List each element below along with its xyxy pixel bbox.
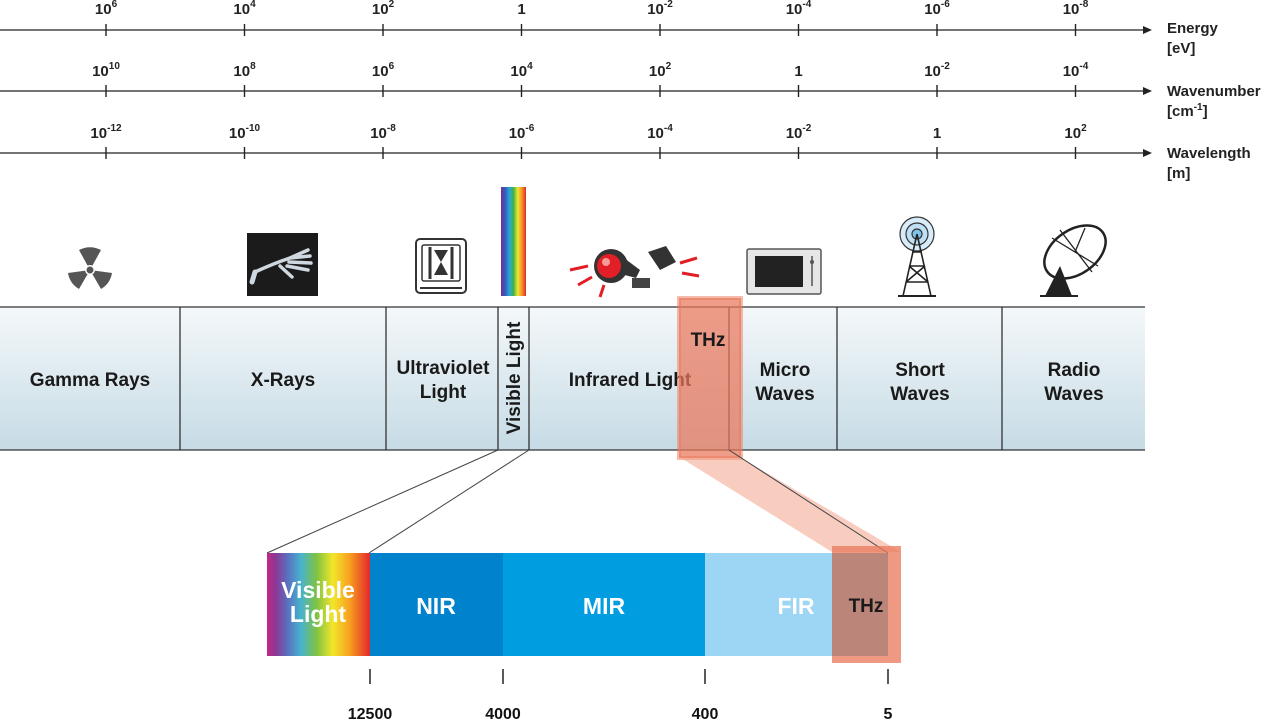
satellite-dish-icon bbox=[1040, 224, 1107, 297]
axis-ticks: 106 104 102 1 10-2 10-4 10-6 10-8 1010 108 106 104 1… bbox=[90, 0, 1089, 159]
energy-tick-label-7: 10-8 bbox=[1063, 0, 1089, 18]
thz-label-main: THz bbox=[691, 330, 726, 351]
wavenumber-tick-label-7: 10-4 bbox=[1063, 61, 1089, 80]
radiation-icon bbox=[63, 243, 117, 297]
wavelength-axis-arrow-icon bbox=[1143, 149, 1152, 157]
band-label-xray: X-Rays bbox=[251, 370, 315, 391]
sub-label-fir: FIR bbox=[777, 593, 814, 619]
wavelength-tick-label-3: 10-6 bbox=[509, 123, 535, 142]
band-label-uv-line1: Ultraviolet bbox=[397, 358, 491, 379]
sub-band-visible bbox=[267, 553, 370, 656]
band-label-short-line2: Waves bbox=[890, 384, 950, 405]
energy-tick-label-4: 10-2 bbox=[647, 0, 673, 18]
band-label-radio-line2: Waves bbox=[1044, 384, 1104, 405]
sub-label-visible-line2: Light bbox=[290, 601, 347, 627]
wavenumber-tick-label-1: 108 bbox=[233, 61, 256, 80]
sub-band-nir bbox=[370, 553, 503, 656]
svg-text:[cm-1]: [cm-1] bbox=[1167, 102, 1208, 120]
axes-group bbox=[0, 26, 1152, 157]
rainbow-strip-icon bbox=[501, 187, 526, 296]
wavenumber-tick-label-4: 102 bbox=[649, 61, 672, 80]
energy-axis-arrow-icon bbox=[1143, 26, 1152, 34]
wavenumber-axis-label: Wavenumber [cm-1] bbox=[1167, 83, 1261, 120]
svg-text:[m]: [m] bbox=[1167, 165, 1190, 182]
band-label-radio-line1: Radio bbox=[1048, 360, 1101, 381]
sub-label-nir: NIR bbox=[416, 593, 456, 619]
band-label-micro-line1: Micro bbox=[760, 360, 811, 381]
sub-band-mir bbox=[503, 553, 705, 656]
wavelength-tick-label-6: 1 bbox=[933, 125, 941, 142]
heat-lamp-icon bbox=[569, 246, 700, 298]
wavenumber-tick-label-5: 1 bbox=[794, 63, 802, 80]
wavelength-tick-label-0: 10-12 bbox=[90, 123, 122, 142]
wavenumber-axis-arrow-icon bbox=[1143, 87, 1152, 95]
svg-text:Wavelength: Wavelength bbox=[1167, 145, 1251, 162]
svg-text:Wavenumber: Wavenumber bbox=[1167, 83, 1261, 100]
wavelength-axis-label: Wavelength [m] bbox=[1167, 145, 1251, 182]
wavenumber-tick-label-2: 106 bbox=[372, 61, 395, 80]
zoom-line-thz bbox=[728, 449, 889, 554]
wavenumber-tick-label-3: 104 bbox=[510, 61, 533, 80]
wavelength-tick-label-4: 10-4 bbox=[647, 123, 673, 142]
sub-band-strip bbox=[267, 546, 901, 663]
energy-tick-label-0: 106 bbox=[95, 0, 118, 18]
uv-lamp-icon bbox=[415, 238, 467, 294]
svg-text:Energy: Energy bbox=[1167, 20, 1219, 37]
energy-tick-label-2: 102 bbox=[372, 0, 395, 18]
energy-axis-label: Energy [eV] bbox=[1167, 20, 1219, 57]
energy-tick-label-1: 104 bbox=[233, 0, 256, 18]
energy-tick-label-6: 10-6 bbox=[924, 0, 950, 18]
bottom-label-12500: 12500 bbox=[348, 706, 393, 720]
xray-hand-icon bbox=[247, 233, 318, 296]
thz-highlight-main bbox=[677, 296, 743, 460]
bottom-label-400: 400 bbox=[692, 706, 719, 720]
band-label-short-line1: Short bbox=[895, 360, 945, 381]
wavenumber-tick-label-6: 10-2 bbox=[924, 61, 950, 80]
band-label-uv-line2: Light bbox=[420, 382, 467, 403]
band-strip bbox=[0, 306, 1145, 451]
energy-tick-label-5: 10-4 bbox=[786, 0, 812, 18]
band-label-gamma: Gamma Rays bbox=[30, 370, 150, 391]
radio-tower-icon bbox=[898, 216, 936, 297]
wavelength-tick-label-7: 102 bbox=[1064, 123, 1087, 142]
wavelength-tick-label-1: 10-10 bbox=[229, 123, 261, 142]
band-label-infrared: Infrared Light bbox=[569, 370, 692, 391]
zoom-line-left bbox=[266, 449, 499, 554]
svg-text:[eV]: [eV] bbox=[1167, 40, 1195, 57]
zoom-line-right bbox=[368, 449, 530, 554]
wavelength-tick-label-5: 10-2 bbox=[786, 123, 812, 142]
bottom-label-4000: 4000 bbox=[485, 706, 521, 720]
energy-tick-label-3: 1 bbox=[517, 1, 525, 18]
band-label-visible: Visible Light bbox=[504, 321, 525, 434]
bottom-label-5: 5 bbox=[884, 706, 893, 720]
band-label-micro-line2: Waves bbox=[755, 384, 815, 405]
wavenumber-tick-label-0: 1010 bbox=[92, 61, 120, 80]
sub-label-visible-line1: Visible bbox=[281, 577, 355, 603]
sub-label-mir: MIR bbox=[583, 593, 626, 619]
sub-label-thz: THz bbox=[849, 596, 884, 617]
microwave-oven-icon bbox=[746, 248, 822, 295]
thz-zoom-band bbox=[681, 458, 901, 552]
wavelength-tick-label-2: 10-8 bbox=[370, 123, 396, 142]
